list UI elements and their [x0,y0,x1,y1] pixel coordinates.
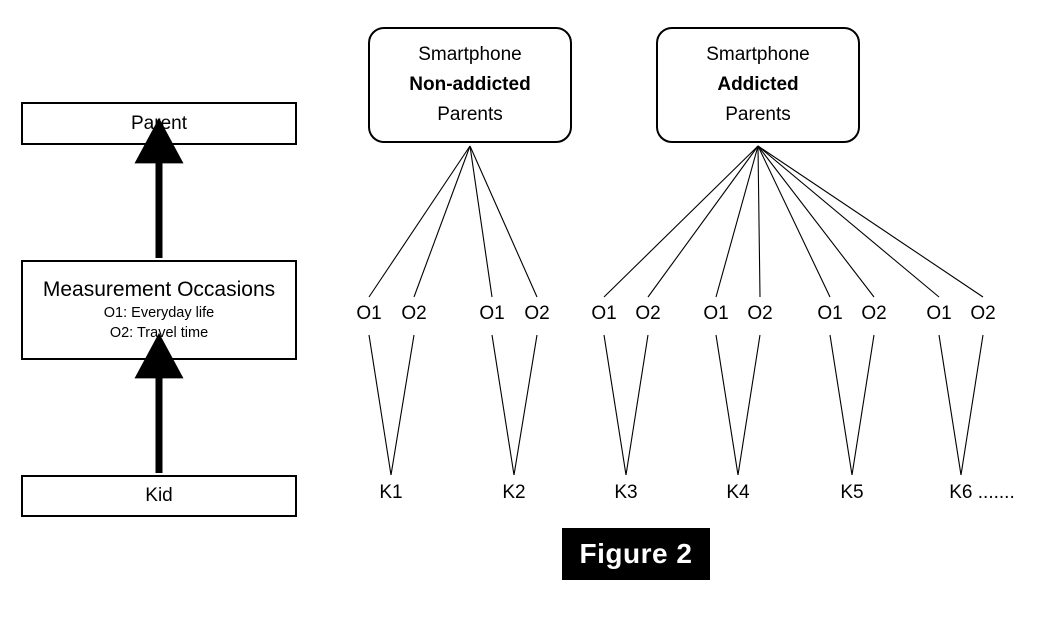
measurement-occasion-o1: O1: Everyday life [103,305,215,321]
kid-label-k3: K3 [614,482,638,503]
v-connectors-occasions-to-kids [368,334,984,476]
group-non-addicted-line1: Smartphone [418,44,522,65]
parent-box-title: Parent [131,112,187,134]
fan-lines-non-addicted [368,145,538,298]
group-box-non-addicted: Smartphone Non-addicted Parents [368,27,572,143]
kid-label-k4: K4 [726,482,750,503]
occasion-label-2: O2 [401,303,427,324]
kid-box-title: Kid [145,485,173,506]
group-non-addicted-line2: Non-addicted [409,74,531,95]
measurement-occasions-title: Measurement Occasions [42,278,276,301]
group-non-addicted-line3: Parents [437,104,503,125]
occasion-label-1: O1 [356,303,382,324]
occasion-label-7: O1 [703,303,729,324]
measurement-occasions-box: Measurement Occasions O1: Everyday life … [21,260,297,360]
group-addicted-line1: Smartphone [706,44,810,65]
kid-label-k6: K6 ....... [949,482,1015,503]
occasion-label-9: O1 [817,303,843,324]
fan-lines-addicted [603,145,984,298]
figure-caption: Figure 2 [562,528,710,580]
occasion-label-3: O1 [479,303,505,324]
group-addicted-line2: Addicted [717,74,799,95]
occasion-label-6: O2 [635,303,661,324]
kid-label-k1: K1 [379,482,403,503]
kid-label-k2: K2 [502,482,526,503]
occasion-label-4: O2 [524,303,550,324]
occasion-label-11: O1 [926,303,952,324]
kid-label-k5: K5 [840,482,864,503]
occasion-label-5: O1 [591,303,617,324]
group-addicted-line3: Parents [725,104,791,125]
measurement-occasion-o2: O2: Travel time [109,325,209,341]
group-box-addicted: Smartphone Addicted Parents [656,27,860,143]
kid-box: Kid [21,475,297,517]
parent-box: Parent [21,102,297,145]
occasion-label-10: O2 [861,303,887,324]
occasion-label-8: O2 [747,303,773,324]
occasion-label-12: O2 [970,303,996,324]
